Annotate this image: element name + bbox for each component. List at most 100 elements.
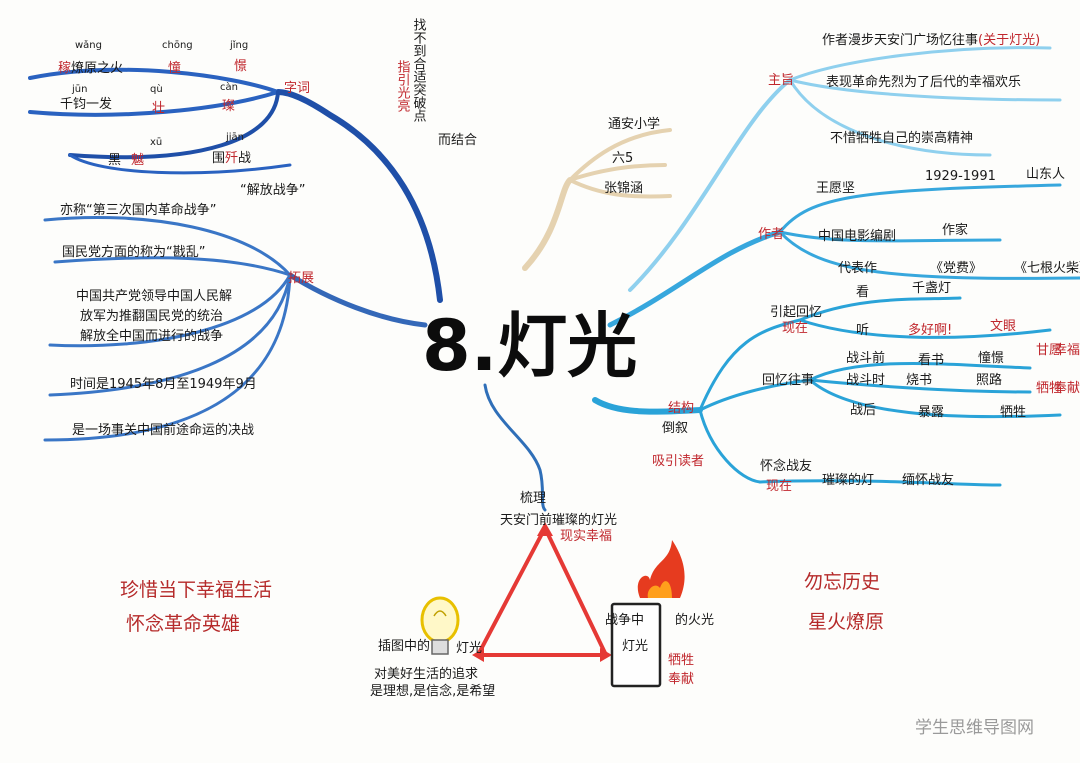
source-name: 张锦涵 — [604, 181, 643, 196]
expand-group: 拓展 亦称“第三次国内革命战争” 国民党方面的称为“戡乱” 中国共产党领导中国人… — [60, 202, 314, 438]
quote-right-2: 星火燎原 — [808, 611, 884, 633]
vocab-pinyin-6: càn — [220, 81, 238, 93]
theme-line-3: 不惜牺牲自己的崇高精神 — [830, 130, 973, 146]
triangle-left-text: 插图中的 — [378, 638, 430, 654]
structure-after: 战后 — [850, 403, 876, 418]
structure-side-note-1: 甘愿 — [1036, 343, 1062, 358]
arrow-head-left — [472, 648, 484, 662]
author-job-1: 中国电影编剧 — [818, 229, 896, 244]
expand-item: 中国共产党领导中国人民解 — [76, 289, 232, 304]
structure-see-obj: 千盏灯 — [912, 281, 951, 296]
author-years: 1929-1991 — [925, 169, 996, 184]
author-label: 作者 — [758, 227, 784, 242]
expand-label: 拓展 — [288, 271, 314, 286]
structure-side-note-4: 幸福 — [1054, 343, 1080, 358]
theme-line-1: 作者漫步天安门广场忆往事(关于灯光) — [822, 32, 1040, 48]
author-work-1: 《党费》 — [930, 261, 982, 276]
expand-item: 是一场事关中国前途命运的决战 — [72, 422, 254, 438]
vocab-pinyin-5: qù — [150, 83, 163, 95]
structure-hear: 听 — [856, 323, 869, 338]
structure-during-act: 烧书 — [906, 373, 932, 388]
branch-structure — [592, 296, 1062, 487]
theme-line-2: 表现革命先烈为了后代的幸福欢乐 — [826, 74, 1021, 90]
vocab-word-2: 憧 — [168, 61, 181, 76]
expand-item: 放军为推翻国民党的统治 — [80, 308, 223, 324]
expand-item: 亦称“第三次国内革命战争” — [60, 202, 216, 218]
triangle-left-desc-1: 对美好生活的追求 — [374, 666, 478, 682]
arrow-head-right — [600, 648, 612, 662]
triangle-left-text-2: 灯光 — [456, 641, 482, 656]
note-top: 找不到合适突破点 — [411, 18, 427, 122]
triangle-top-tag: 现实幸福 — [560, 529, 612, 544]
structure-side-note-3: 奉献 — [1054, 381, 1080, 396]
structure-group: 结构 倒叙 吸引读者 引起回忆 现在 看 千盏灯 听 多好啊! 文眼 回忆往事 … — [652, 281, 1080, 494]
quote-left-1: 珍惜当下幸福生活 — [120, 579, 272, 601]
author-name: 王愿坚 — [816, 181, 855, 196]
vocab-pinyin-4: jūn — [71, 84, 87, 95]
structure-miss-act: 璀璨的灯 — [822, 472, 874, 488]
structure-before-res: 憧憬 — [978, 350, 1004, 366]
structure-see: 看 — [856, 284, 869, 300]
branch-theme — [628, 46, 1062, 292]
author-group: 作者 王愿坚 1929-1991 山东人 中国电影编剧 作家 代表作 《党费》 … — [758, 167, 1080, 276]
watermark: 学生思维导图网 — [915, 718, 1034, 738]
theme-group: 主旨 作者漫步天安门广场忆往事(关于灯光) 表现革命先烈为了后代的幸福欢乐 不惜… — [768, 32, 1040, 146]
author-works-label: 代表作 — [838, 261, 877, 276]
branch-source — [522, 128, 672, 271]
vocab-word-8: 围歼战 — [212, 151, 251, 166]
structure-flashback-note: 吸引读者 — [652, 454, 704, 469]
structure-label: 结构 — [668, 401, 694, 416]
source-group: 通安小学 六5 张锦涵 — [604, 116, 660, 196]
vocab-group: 字词 wǎng 稼燎原之火 chōng 憧 jǐng 憬 千钧一发 jūn qù… — [58, 39, 310, 198]
branch-author — [607, 183, 1080, 328]
triangle-right-text: 战争中 — [605, 613, 644, 628]
structure-during-res: 照路 — [976, 372, 1002, 388]
structure-miss-tag: 现在 — [766, 479, 792, 494]
triangle-right-box: 灯光 — [622, 639, 648, 654]
vocab-pinyin-1: wǎng — [75, 39, 102, 51]
triangle-top-text: 天安门前璀璨的灯光 — [500, 512, 617, 528]
vocab-pinyin-7: xū — [150, 137, 162, 148]
triangle-left-desc-2: 是理想,是信念,是希望 — [370, 683, 495, 699]
structure-after-res: 牺牲 — [1000, 405, 1026, 420]
vocab-pinyin-2: chōng — [162, 40, 193, 51]
vocab-word-3: 憬 — [234, 58, 247, 74]
note-sub: 指引光亮 — [395, 60, 411, 113]
branch-vocab — [28, 67, 443, 303]
light-bulb-icon — [420, 596, 460, 655]
structure-now1: 引起回忆 — [770, 304, 822, 320]
structure-memory-label: 回忆往事 — [762, 372, 814, 388]
structure-now1-tag: 现在 — [782, 321, 808, 336]
branch-expand — [43, 215, 428, 442]
expand-item: 国民党方面的称为“戡乱” — [62, 244, 205, 260]
vocab-word-6: 璨 — [222, 99, 235, 114]
lamp-box — [610, 602, 662, 688]
structure-hear-obj2: 文眼 — [990, 319, 1016, 334]
structure-before: 战斗前 — [846, 350, 885, 366]
vocab-word-7: 黑魆 — [108, 152, 144, 168]
author-origin: 山东人 — [1026, 167, 1065, 182]
quote-left-2: 怀念革命英雄 — [126, 612, 240, 635]
triangle-right-text-2: 的火光 — [675, 612, 714, 628]
vocab-pinyin-3: jǐng — [229, 39, 248, 51]
vocab-word-4: 千钧一发 — [60, 96, 112, 112]
vocab-word-5: 壮 — [152, 101, 165, 116]
structure-miss-label: 怀念战友 — [760, 458, 812, 474]
source-school: 通安小学 — [608, 116, 660, 132]
central-title: 8.灯光 — [422, 305, 637, 387]
structure-side-note-2: 牺牲 — [1036, 381, 1062, 396]
branch-triangle — [483, 383, 547, 512]
vocab-extra: “解放战争” — [240, 183, 305, 198]
theme-label: 主旨 — [768, 73, 794, 88]
structure-after-act: 暴露 — [918, 405, 944, 420]
structure-before-act: 看书 — [918, 352, 944, 368]
vertical-note: 找不到合适突破点 指引光亮 而结合 — [395, 18, 478, 148]
triangle-right-tag-2: 奉献 — [668, 672, 694, 687]
expand-item: 解放全中国而进行的战争 — [80, 328, 223, 344]
vocab-label: 字词 — [284, 81, 310, 96]
expand-item: 时间是1945年8月至1949年9月 — [70, 377, 257, 392]
author-job-2: 作家 — [942, 222, 968, 238]
red-triangle — [476, 526, 608, 657]
source-class: 六5 — [612, 151, 633, 166]
